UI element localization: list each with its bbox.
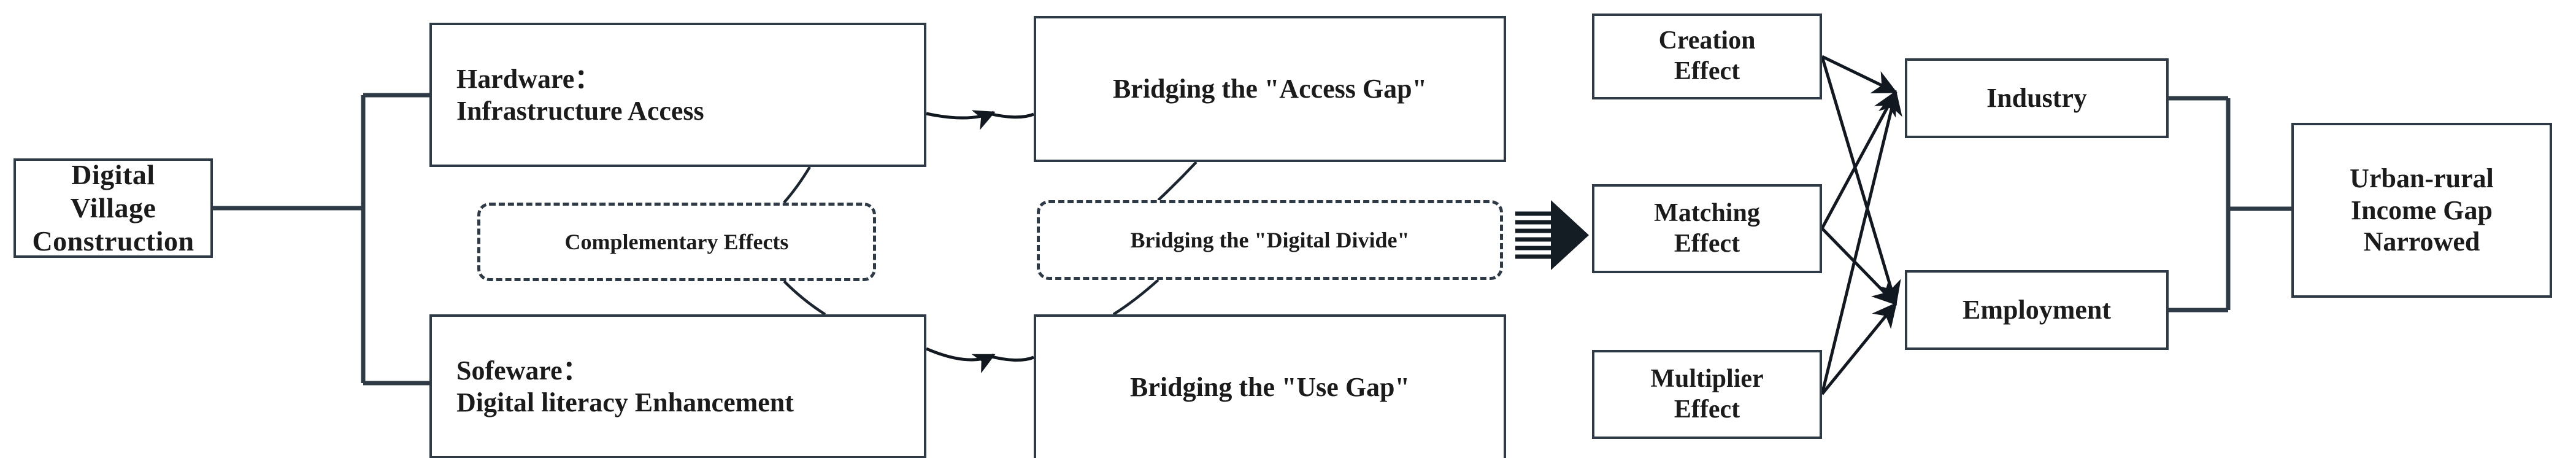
node-bridging-access-gap[interactable]: Bridging the "Access Gap" bbox=[1034, 16, 1506, 162]
node-hardware-infrastructure-access[interactable]: Hardware： Infrastructure Access bbox=[429, 23, 926, 167]
effect-to-outcome-lines bbox=[1820, 55, 1902, 395]
node-label: Employment bbox=[1963, 295, 2111, 325]
node-digital-village-construction[interactable]: Digital Village Construction bbox=[13, 158, 213, 258]
arrow-hardware-to-access-gap bbox=[926, 110, 1034, 130]
node-label: Hardware： Infrastructure Access bbox=[456, 63, 704, 126]
node-creation-effect[interactable]: Creation Effect bbox=[1592, 14, 1822, 99]
node-industry[interactable]: Industry bbox=[1905, 58, 2169, 138]
node-complementary-effects[interactable]: Complementary Effects bbox=[477, 203, 876, 281]
thin-connectors bbox=[783, 161, 1198, 316]
striped-block-arrow bbox=[1515, 200, 1589, 270]
node-multiplier-effect[interactable]: Multiplier Effect bbox=[1592, 350, 1822, 439]
node-software-digital-literacy[interactable]: Sofeware： Digital literacy Enhancement bbox=[429, 314, 926, 458]
node-label: Urban-rural Income Gap Narrowed bbox=[2350, 163, 2494, 257]
node-label: Matching Effect bbox=[1654, 198, 1760, 258]
node-label: Sofeware： Digital literacy Enhancement bbox=[456, 355, 794, 417]
arrow-software-to-use-gap bbox=[926, 347, 1034, 373]
node-label: Bridging the "Digital Divide" bbox=[1130, 227, 1410, 252]
node-urban-rural-income-gap-narrowed[interactable]: Urban-rural Income Gap Narrowed bbox=[2291, 123, 2552, 298]
node-bridging-use-gap[interactable]: Bridging the "Use Gap" bbox=[1034, 314, 1506, 458]
bracket-left bbox=[213, 93, 429, 386]
node-label: Industry bbox=[1986, 83, 2087, 114]
node-label: Creation Effect bbox=[1658, 26, 1756, 85]
node-label: Bridging the "Use Gap" bbox=[1130, 372, 1410, 403]
node-label: Bridging the "Access Gap" bbox=[1112, 74, 1428, 104]
node-label: Multiplier Effect bbox=[1650, 364, 1764, 424]
node-matching-effect[interactable]: Matching Effect bbox=[1592, 184, 1822, 273]
bracket-right bbox=[2169, 96, 2291, 312]
node-employment[interactable]: Employment bbox=[1905, 270, 2169, 350]
node-bridging-digital-divide[interactable]: Bridging the "Digital Divide" bbox=[1037, 200, 1503, 280]
node-label: Digital Village Construction bbox=[32, 158, 194, 257]
node-label: Complementary Effects bbox=[564, 229, 789, 254]
